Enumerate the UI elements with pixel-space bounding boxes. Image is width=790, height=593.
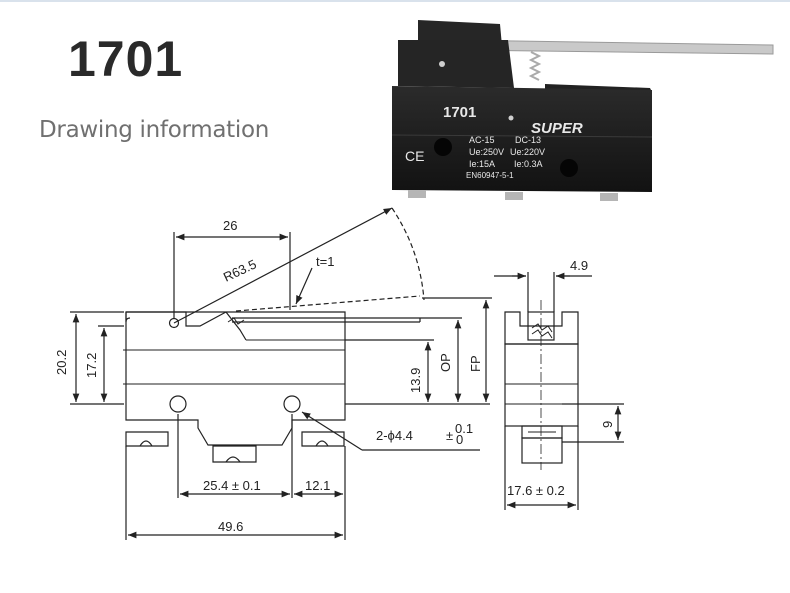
dim-total-length: 49.6: [218, 519, 243, 534]
dim-mount-height: 13.9: [408, 368, 423, 393]
product-photo: 1701 SUPER CE AC-15 Ue:250V Ie:15A DC-13…: [391, 20, 774, 201]
dim-body-height: 17.2: [84, 353, 99, 378]
side-body: [504, 343, 579, 427]
front-mount-hole-right: [283, 395, 301, 413]
photo-rating-ue-dc: Ue:220V: [510, 147, 545, 157]
model-number-heading: 1701: [68, 31, 184, 87]
drawing-info-subheading: Drawing information: [39, 117, 269, 143]
lever-pivot: [168, 317, 180, 329]
photo-ce-mark: CE: [405, 148, 424, 164]
photo-brand-logo: SUPER: [531, 120, 583, 137]
dim-lever-thickness: t=1: [316, 254, 334, 269]
dim-hole-tol-lower: 0: [456, 432, 463, 447]
photo-model-marking: 1701: [443, 104, 476, 121]
dim-hole-tol-upper: 0.1: [455, 421, 473, 436]
photo-mount-hole-left: [434, 138, 452, 156]
top-divider: [0, 0, 790, 2]
front-view-drawing: [70, 207, 492, 540]
dim-hole-tolerance-sign: ±: [446, 428, 453, 443]
photo-rating-ie-ac: Ie:15A: [469, 159, 495, 169]
front-terminal-middle: [212, 445, 257, 463]
photo-rating-ue-ac: Ue:250V: [469, 147, 504, 157]
front-mount-hole-left: [169, 395, 187, 413]
front-terminal-right: [301, 431, 345, 447]
side-view-drawing: [494, 272, 624, 510]
front-terminal-left: [125, 431, 169, 447]
dim-hole-spec: 2-ϕ4.4: [376, 428, 413, 443]
dim-lever-radius: R63.5: [221, 256, 259, 284]
photo-mount-hole-right: [560, 159, 578, 177]
switch-housing: [392, 86, 652, 192]
dim-lever-offset: 26: [223, 218, 237, 233]
dim-operating-position: OP: [438, 353, 453, 372]
photo-rating-ac: AC-15: [469, 135, 495, 145]
photo-rating-ie-dc: Ie:0.3A: [514, 159, 543, 169]
dim-edge-offset: 12.1: [305, 478, 330, 493]
upper-housing: [398, 40, 514, 88]
lever-bracket: [418, 20, 502, 46]
dim-terminal-height: 9: [600, 421, 615, 428]
dim-side-width: 17.6 ± 0.2: [507, 483, 565, 498]
photo-standard-marking: EN60947-5-1: [466, 171, 514, 180]
plunger-spring: [528, 51, 542, 81]
side-top-cap: [504, 311, 579, 345]
dim-free-position: FP: [468, 355, 483, 372]
front-body-outline: [125, 311, 346, 446]
side-terminal-bottom: [521, 437, 563, 464]
dim-plunger-width: 4.9: [570, 258, 588, 273]
dim-hole-spacing: 25.4 ± 0.1: [203, 478, 261, 493]
dim-overall-height: 20.2: [54, 350, 69, 375]
photo-rating-dc: DC-13: [515, 135, 541, 145]
